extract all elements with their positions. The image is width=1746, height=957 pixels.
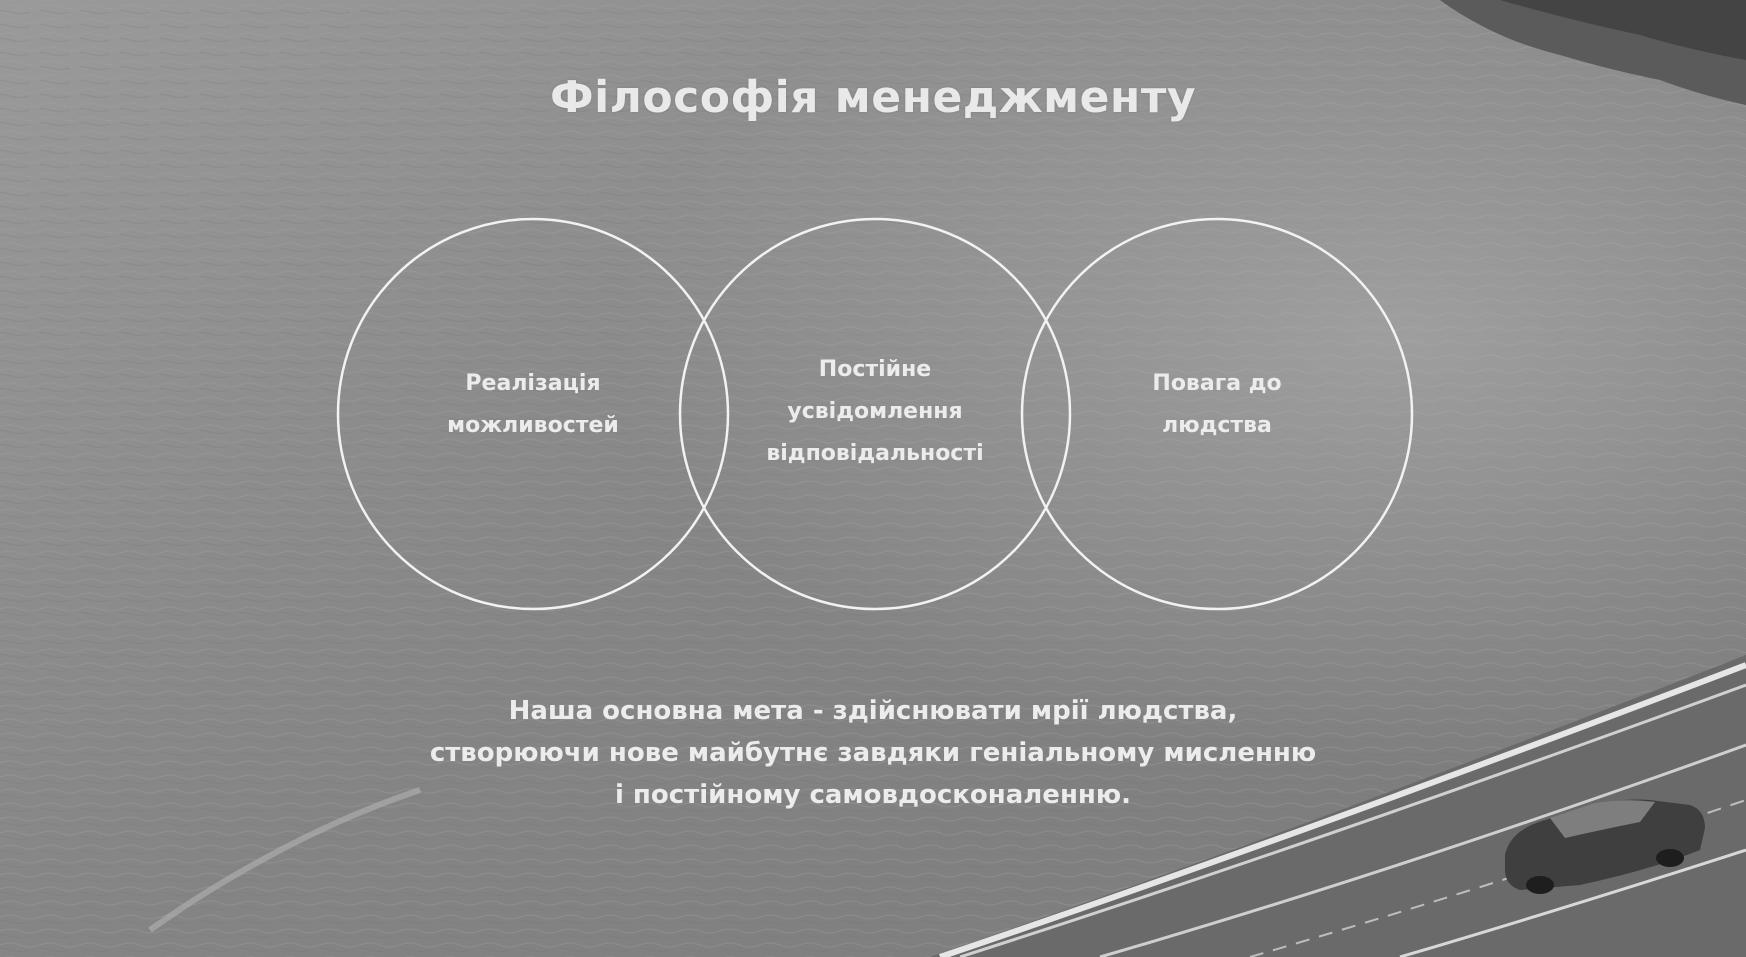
circle-label-humanity: Повага до людства (1067, 363, 1367, 447)
circle-label-opportunities: Реалізація можливостей (383, 363, 683, 447)
circle-label-responsibility: Постійне усвідомлення відповідальності (725, 349, 1025, 475)
page-title: Філософія менеджменту (0, 72, 1746, 123)
goal-statement: Наша основна мета - здійснювати мрії люд… (323, 690, 1423, 816)
